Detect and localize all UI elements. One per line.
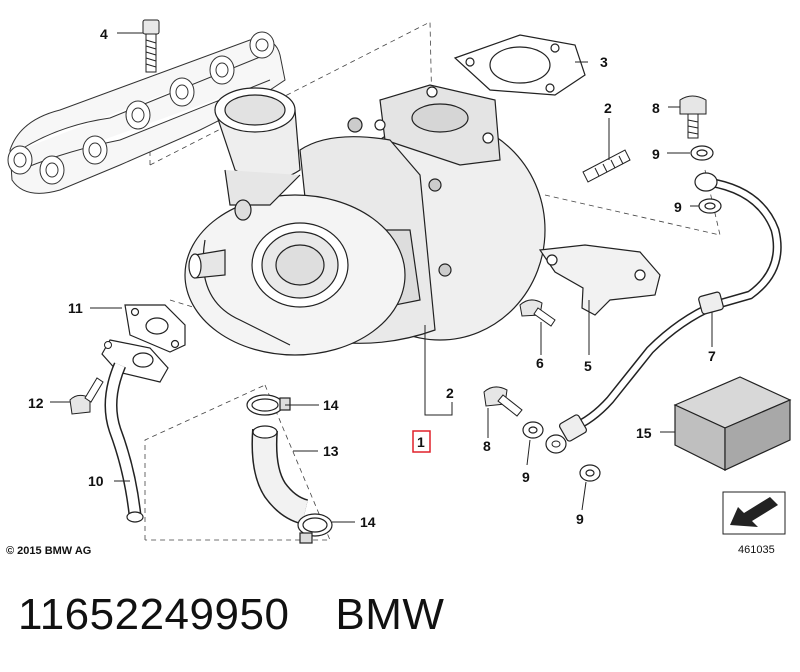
callout-9-a: 9 (652, 146, 660, 162)
assembly-guide-lines (144, 21, 721, 541)
repair-kit-box-15-icon (673, 376, 792, 471)
callout-5: 5 (584, 358, 592, 374)
callout-9-d: 9 (576, 511, 584, 527)
callout-9-c: 9 (522, 469, 530, 485)
bolt-4-icon (142, 19, 160, 73)
callout-8-top: 8 (652, 100, 660, 116)
bolt-6-icon (519, 299, 556, 327)
stud-2-icon (582, 149, 631, 183)
callout-12: 12 (28, 395, 44, 411)
bolt-8-bottom-icon (483, 386, 523, 417)
callout-2-top: 2 (604, 100, 612, 116)
gasket-11-icon (124, 304, 186, 353)
callout-4: 4 (100, 26, 108, 42)
view-direction-arrow-icon (722, 491, 786, 535)
callout-14-bottom: 14 (360, 514, 376, 530)
highlight-box-item-1 (412, 430, 431, 453)
copyright-notice: © 2015 BMW AG (6, 545, 91, 557)
callout-14-top: 14 (323, 397, 339, 413)
callout-11: 11 (68, 300, 83, 316)
gasket-3-icon (453, 34, 586, 96)
hose-13-icon (251, 425, 309, 525)
callout-labels: 4 3 2 8 9 9 11 6 5 7 12 14 2 1 8 15 13 1… (28, 26, 716, 530)
bolt-12-icon (69, 377, 104, 415)
oil-return-pipe-10-icon (101, 339, 169, 523)
callout-13: 13 (323, 443, 339, 459)
hose-clamp-14-bottom-icon (297, 513, 333, 544)
diagram-reference-number: 461035 (738, 544, 775, 556)
turbocharger-icon (184, 84, 546, 356)
callout-7: 7 (708, 348, 716, 364)
exhaust-manifold (7, 31, 286, 194)
callout-9-b: 9 (674, 199, 682, 215)
callout-3: 3 (600, 54, 608, 70)
callout-15: 15 (636, 425, 652, 441)
leader-lines (50, 32, 713, 523)
callout-6: 6 (536, 355, 544, 371)
bracket-5-icon (538, 244, 661, 316)
hose-clamp-14-top-icon (246, 394, 291, 416)
callout-2-bottom: 2 (446, 385, 454, 401)
footer-caption: 11652249950 BMW (18, 590, 490, 640)
part-number: 11652249950 (18, 590, 290, 639)
brand-name: BMW (335, 590, 445, 639)
callout-8-bottom: 8 (483, 438, 491, 454)
bolt-8-top-icon (679, 95, 707, 139)
washer-9-icons (690, 145, 722, 214)
callout-10: 10 (88, 473, 104, 489)
oil-feed-line-7-icon (545, 172, 782, 454)
washer-9-bottom-icons (522, 421, 601, 482)
callout-1: 1 (417, 434, 425, 450)
